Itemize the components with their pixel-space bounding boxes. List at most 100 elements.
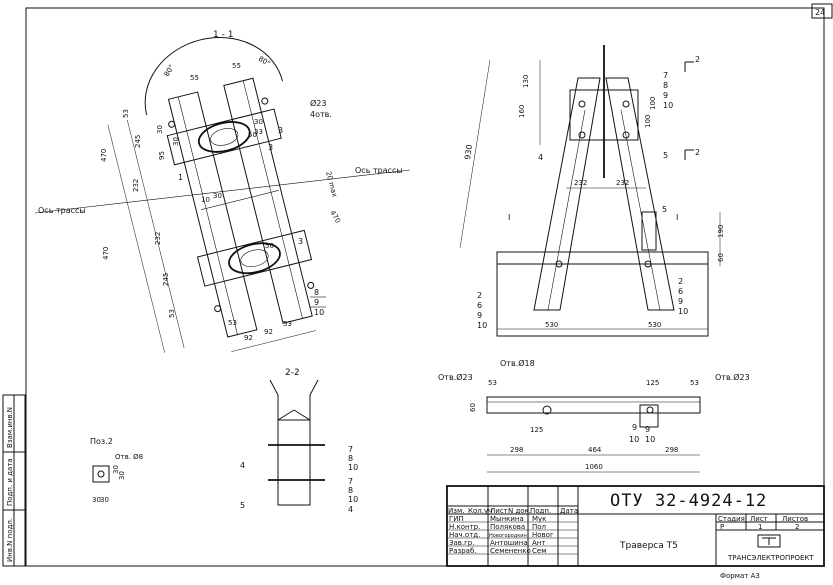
plan-callout: 1 [178,173,183,182]
organization-name: ТРАНСЭЛЕКТРОПРОЕКТ [727,554,814,562]
beam-dim: 125 [646,379,659,387]
beam-callout: 9 [632,423,637,432]
elev-dim: 100 [649,97,657,110]
elev-callout: 9 [678,297,683,306]
plan-dim: 232 [132,179,140,192]
pos2-plate [92,465,110,483]
role-label: ГИП [449,515,464,523]
role-name: Новогородкин [489,533,527,539]
section-2-2-title: 2-2 [285,368,300,378]
format-label: Формат А3 [720,572,760,580]
elev-callout: 10 [678,307,688,316]
beam-body [486,396,701,414]
role-sign: Сем [532,547,546,555]
plan-dim: 53 [122,109,130,118]
elev-dim: 232 [574,179,587,187]
section-marker: 2 [695,55,700,64]
plan-dim: 80° [163,63,176,78]
plan-plate-top [166,108,282,166]
elev-dim: 930 [463,144,474,160]
elev-dim: 60 [717,253,725,262]
section-callout: 8 [348,486,353,495]
plan-callout: 10 [314,308,324,317]
section-callout: 7 [348,445,353,454]
plan-dim: 92 [244,334,253,342]
plan-dim: 55 [232,62,241,70]
role-name: Антошина [490,539,528,547]
plan-top-arc [144,36,284,116]
document-name: Траверса Т5 [619,541,678,551]
plan-dim: 30 [172,137,180,146]
plan-dim: 20 max [324,170,339,198]
plan-callout: 8 [314,288,319,297]
role-sign: Мук [532,515,546,523]
title-header-cell: Дата [560,507,578,515]
role-sign: Ант [532,539,545,547]
stage-value: Р [720,523,724,531]
elev-callout: 5 [662,205,667,214]
sheet-frame [25,7,825,567]
section-callout: 10 [348,495,358,504]
plan-dim: 33 [254,128,263,136]
role-sign: Новог [532,531,554,539]
elev-callout: 2 [678,277,683,286]
stage-header: Лист [750,515,768,523]
elev-dim: 530 [545,321,558,329]
plan-view: Ось трассы Ось трассы [34,36,411,353]
beam-view: Отв.Ø23 Отв.Ø18 Отв.Ø23 53 125 53 60 125… [438,358,750,473]
role-label: Н.контр. [449,523,480,531]
plan-callout: 3 [278,126,283,135]
section-callout: 8 [348,454,353,463]
plan-dim: 10 [201,196,210,204]
stage-value: 1 [758,523,762,531]
section-callout: 4 [240,461,245,470]
leg-left [533,77,601,311]
elev-dim: 190 [717,225,725,238]
beam-note: Отв.Ø18 [500,358,535,368]
elev-callout: 2 [477,291,482,300]
beam-dim: 298 [510,446,523,454]
base-beam [496,251,709,337]
elev-callout: 9 [663,91,668,100]
plan-dim: 53 [283,320,292,328]
sheet-number: 24 [815,8,825,17]
side-stamp-label: Инв.N подл. [6,518,14,562]
stage-header: Листов [782,515,808,523]
elev-callout: 7 [663,71,668,80]
plan-dim: 30 [254,118,263,126]
pos2-detail: Поз.2 Отв. Ø8 30 30 30 30 [90,437,143,504]
plan-dim: 53 [228,319,237,327]
role-label: Разраб. [449,547,477,555]
stage-value: 2 [795,523,799,531]
plan-dim: 245 [162,273,170,286]
route-axis-label-top: Ось трассы [355,166,403,175]
side-stamp-label: Подп. и дата [6,458,14,506]
plan-dim: 470 [328,209,342,225]
side-stamp-label: Взам.инв.N [6,407,14,448]
plan-dim: 470 [102,247,110,260]
elev-callout: 9 [477,311,482,320]
role-label: Нач.отд. [449,531,480,539]
section-marker: 2 [695,148,700,157]
section-callout: 7 [348,477,353,486]
pos2-title: Поз.2 [90,437,113,446]
pipe-clamp-top [197,121,251,153]
beam-dim: 53 [488,379,497,387]
beam-dim: 298 [665,446,678,454]
beam-dim: 464 [588,446,602,454]
elev-callout: 10 [663,101,673,110]
leg-right [605,77,675,311]
plan-callout: 3 [268,143,273,152]
section-callout: 10 [348,463,358,472]
elev-callout: 4 [538,153,543,162]
hole-note: Ø23 [310,98,326,108]
role-name: Семененко [490,547,531,555]
plan-dim: 53 [168,309,176,318]
elev-callout: 8 [663,81,668,90]
plan-dim: 50 [265,242,274,250]
section-callout: 4 [348,505,353,514]
plan-dim: 55 [190,74,199,82]
elev-callout: 5 [663,151,668,160]
pos2-dim: 30 [92,496,101,504]
